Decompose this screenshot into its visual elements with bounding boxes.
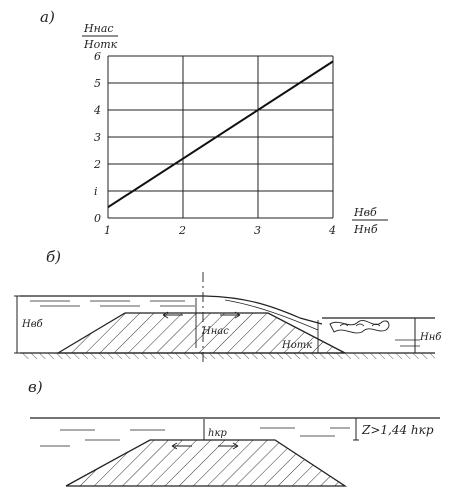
panel-c-label: в) bbox=[28, 378, 43, 396]
label-h-saturation: Hнас bbox=[201, 326, 229, 337]
x-tick-label: 4 bbox=[328, 224, 336, 237]
label-z-condition: Z>1,44 hкр bbox=[361, 423, 434, 437]
chart-grid bbox=[107, 55, 334, 219]
y-tick-label: 6 bbox=[94, 50, 101, 63]
panel-b-label: б) bbox=[46, 248, 61, 266]
chart-ticks: 0 i 2 3 4 5 6 1 2 3 4 bbox=[93, 50, 336, 237]
y-tick-label: 3 bbox=[94, 131, 101, 144]
y-label-numerator: Hнас bbox=[83, 22, 114, 35]
jump-swirl-detail bbox=[339, 323, 381, 327]
dim-z-ticks bbox=[353, 417, 359, 441]
dim-downstream-ticks bbox=[412, 317, 418, 354]
crest-arrows bbox=[162, 311, 241, 319]
x-label-denominator: Hнб bbox=[353, 223, 378, 236]
downstream-dashes bbox=[395, 339, 420, 347]
ground-hatch bbox=[20, 353, 435, 359]
weir-body-b bbox=[55, 312, 346, 354]
water-dashes-b bbox=[30, 300, 195, 307]
x-tick-label: 3 bbox=[254, 224, 261, 237]
weir-body-c bbox=[65, 439, 348, 487]
y-tick-label: i bbox=[94, 185, 98, 198]
x-label-numerator: Hвб bbox=[353, 206, 377, 219]
crest-arrows-c bbox=[171, 442, 239, 450]
nappe-line bbox=[224, 299, 319, 331]
chart-series bbox=[107, 60, 334, 209]
x-tick-label: 1 bbox=[104, 224, 111, 237]
data-line bbox=[107, 60, 334, 209]
x-tick-label: 2 bbox=[178, 224, 186, 237]
y-tick-label: 0 bbox=[94, 212, 101, 225]
label-h-outflow: Hотк bbox=[281, 340, 312, 351]
label-h-crit: hкр bbox=[208, 428, 227, 439]
panel-a-label: а) bbox=[40, 8, 55, 26]
y-tick-label: 2 bbox=[93, 158, 101, 171]
hydraulic-jump-swirls bbox=[329, 320, 390, 334]
y-tick-label: 4 bbox=[93, 104, 101, 117]
label-h-upstream: Hвб bbox=[21, 319, 44, 330]
y-label-denominator: Hотк bbox=[83, 38, 118, 51]
water-dashes-c bbox=[40, 427, 350, 447]
y-tick-label: 5 bbox=[94, 77, 101, 90]
water-surface-b bbox=[20, 295, 323, 325]
label-h-downstream: Hнб bbox=[419, 332, 442, 343]
dim-upstream-ticks bbox=[14, 295, 20, 354]
